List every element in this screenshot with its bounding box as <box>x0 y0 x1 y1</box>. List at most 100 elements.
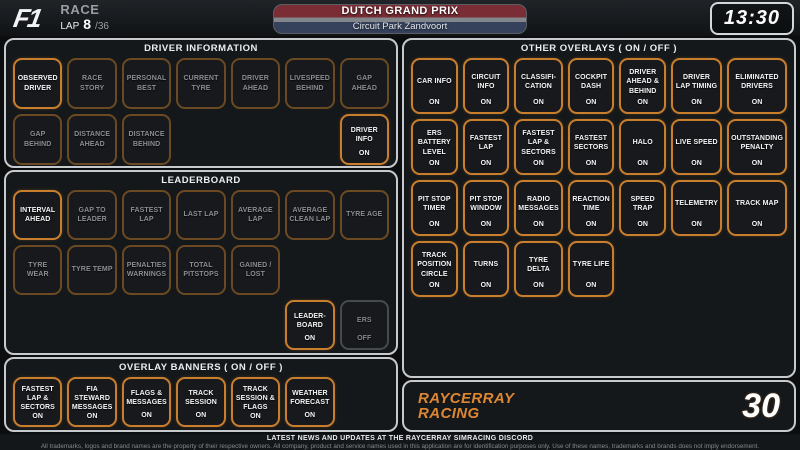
button-state: ON <box>480 220 492 228</box>
button-label: GAP TO LEADER <box>77 206 107 223</box>
button-label: INTERVAL AHEAD <box>20 206 56 223</box>
option-fastest-lap[interactable]: FASTEST LAP <box>121 190 172 240</box>
button-label: PENALTIES WARNINGS <box>126 261 167 278</box>
option-gained-lost[interactable]: GAINED / LOST <box>230 245 281 295</box>
toggle-tyre-delta[interactable]: TYRE DELTA ON <box>514 241 563 297</box>
option-average-lap[interactable]: AVERAGE LAP <box>230 190 281 240</box>
button-label: CURRENT TYRE <box>183 75 219 92</box>
button-state: ON <box>533 159 544 167</box>
button-label: TRACK SESSION <box>185 389 217 406</box>
option-last-lap[interactable]: LAST LAP <box>176 190 226 240</box>
button-state: ON <box>304 334 316 342</box>
session-info: RACE LAP 8 /36 <box>60 3 109 32</box>
button-label: TYRE DELTA <box>527 256 550 273</box>
button-label: ERS BATTERY LEVEL <box>417 130 451 156</box>
lap-label: LAP <box>60 21 80 33</box>
option-gap-ahead[interactable]: GAP AHEAD <box>339 58 389 109</box>
button-label: TRACK MAP <box>735 200 779 208</box>
button-label: RACE STORY <box>80 75 105 92</box>
button-label: FASTEST LAP <box>130 206 163 223</box>
footer: LATEST NEWS AND UPDATES AT THE RAYCERRAY… <box>0 434 800 450</box>
button-label: TOTAL PITSTOPS <box>183 261 219 278</box>
button-state: ON <box>585 281 597 289</box>
button-label: FLAGS & MESSAGES <box>126 389 167 406</box>
brand-line1: RAYCERRAY <box>418 389 515 407</box>
button-state: ON <box>751 220 763 228</box>
button-label: RADIO MESSAGES <box>518 195 559 212</box>
button-label: TRACK SESSION & FLAGS <box>235 386 275 412</box>
button-label: HALO <box>632 139 653 147</box>
option-gap-to-leader[interactable]: GAP TO LEADER <box>67 190 117 240</box>
option-distance-ahead[interactable]: DISTANCE AHEAD <box>67 114 117 165</box>
option-average-clean-lap[interactable]: AVERAGE CLEAN LAP <box>285 190 335 240</box>
panel-title: DRIVER INFORMATION <box>144 43 258 54</box>
button-label: TYRE TEMP <box>71 266 113 274</box>
option-tyre-temp[interactable]: TYRE TEMP <box>67 245 117 295</box>
button-label: LAST LAP <box>183 211 219 219</box>
option-current-tyre[interactable]: CURRENT TYRE <box>176 58 226 109</box>
toggle-track-map[interactable]: TRACK MAP ON <box>727 180 787 236</box>
button-state: ON <box>32 413 44 421</box>
button-grid: OBSERVED DRIVER RACE STORY PERSONAL BEST CU… <box>6 55 396 172</box>
button-state: ON <box>533 281 544 289</box>
button-state: ON <box>480 159 492 167</box>
button-label: PERSONAL BEST <box>126 75 167 92</box>
event-banner: DUTCH GRAND PRIX Circuit Park Zandvoort <box>273 4 527 34</box>
button-state: ON <box>637 98 649 106</box>
button-label: TYRE AGE <box>346 211 383 219</box>
option-gap-behind[interactable]: GAP BEHIND <box>13 114 63 165</box>
option-tyre-age[interactable]: TYRE AGE <box>339 190 389 240</box>
button-state: ON <box>428 281 440 289</box>
option-total-pitstops[interactable]: TOTAL PITSTOPS <box>176 245 226 295</box>
option-interval-ahead[interactable]: INTERVAL AHEAD <box>13 190 63 240</box>
option-distance-behind[interactable]: DISTANCE BEHIND <box>121 114 172 165</box>
button-label: DISTANCE AHEAD <box>74 131 111 148</box>
option-tyre-wear[interactable]: TYRE WEAR <box>13 245 63 295</box>
button-label: AVERAGE LAP <box>238 206 273 223</box>
option-observed-driver[interactable]: OBSERVED DRIVER <box>13 58 63 109</box>
option-driver-ahead[interactable]: DRIVER AHEAD <box>230 58 281 109</box>
button-state: ON <box>428 98 440 106</box>
option-livespeed-behind[interactable]: LIVESPEED BEHIND <box>285 58 335 109</box>
option-race-story[interactable]: RACE STORY <box>67 58 117 109</box>
button-label: REACTION TIME <box>572 195 610 212</box>
option-personal-best[interactable]: PERSONAL BEST <box>121 58 172 109</box>
option-penalties-warnings[interactable]: PENALTIES WARNINGS <box>121 245 172 295</box>
button-label: ELIMINATED DRIVERS <box>735 73 779 90</box>
